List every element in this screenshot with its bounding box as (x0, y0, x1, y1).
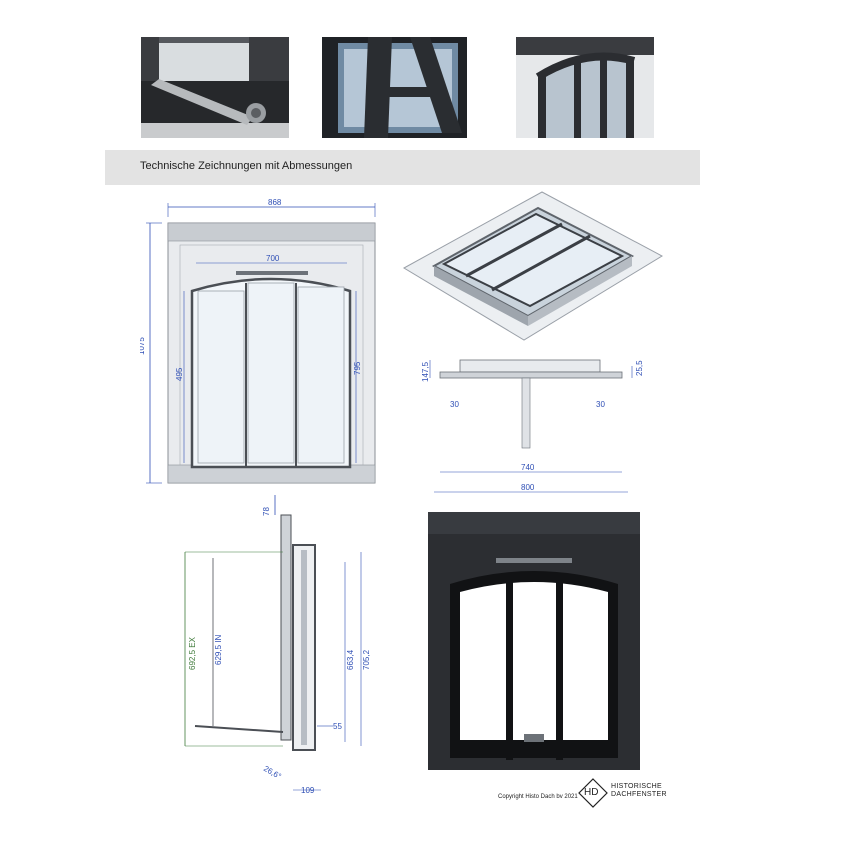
photo-crank-arm (141, 37, 289, 138)
dim-offset-left: 30 (450, 400, 459, 409)
dim-inner-span: 740 (521, 463, 535, 472)
dim-prof-109: 109 (301, 786, 315, 795)
dim-prof-ex: 692,5 EX (188, 636, 197, 670)
section-title-bar (105, 150, 700, 185)
side-elevation-drawing: 147,5 25,5 30 30 740 800 (421, 359, 644, 493)
logo-mark (578, 778, 608, 808)
dim-prof-top: 78 (262, 507, 271, 516)
dim-side-right: 795 (353, 361, 362, 375)
dim-prof-angle: 26,6° (262, 764, 283, 781)
dim-side-right-top: 25,5 (635, 360, 644, 376)
dim-offset-right: 30 (596, 400, 605, 409)
section-title: Technische Zeichnungen mit Abmessungen (140, 160, 353, 172)
isometric-frame-render (402, 191, 664, 341)
photo-arched-frame (516, 37, 654, 138)
dim-side-left: 495 (175, 367, 184, 381)
logo-line-1: HISTORISCHE (611, 783, 663, 790)
dim-prof-55: 55 (333, 722, 342, 731)
dim-side-top: 147,5 (421, 361, 430, 382)
logo-wordmark: HISTORISCHE DACHFENSTER (611, 783, 667, 799)
photo-open-sash (322, 37, 467, 138)
front-window-render (428, 512, 640, 770)
logo-line-2: DACHFENSTER (611, 791, 667, 798)
profile-section-drawing: 78 692,5 EX 629,5 IN 663,4 705,2 55 26,6… (184, 495, 371, 795)
dim-prof-in: 629,5 IN (214, 635, 223, 665)
dim-outer-span: 800 (521, 483, 535, 492)
front-view-drawing: 868 1075 700 495 795 (140, 198, 376, 484)
logo-mark-text: HD (584, 787, 599, 798)
dim-prof-663: 663,4 (346, 649, 355, 670)
dim-prof-705: 705,2 (362, 649, 371, 670)
dim-front-height: 1075 (140, 337, 146, 355)
dim-front-width: 868 (268, 198, 282, 207)
copyright-text: Copyright Histo Dach bv 2021 (498, 794, 578, 800)
dim-inner-width: 700 (266, 254, 280, 263)
